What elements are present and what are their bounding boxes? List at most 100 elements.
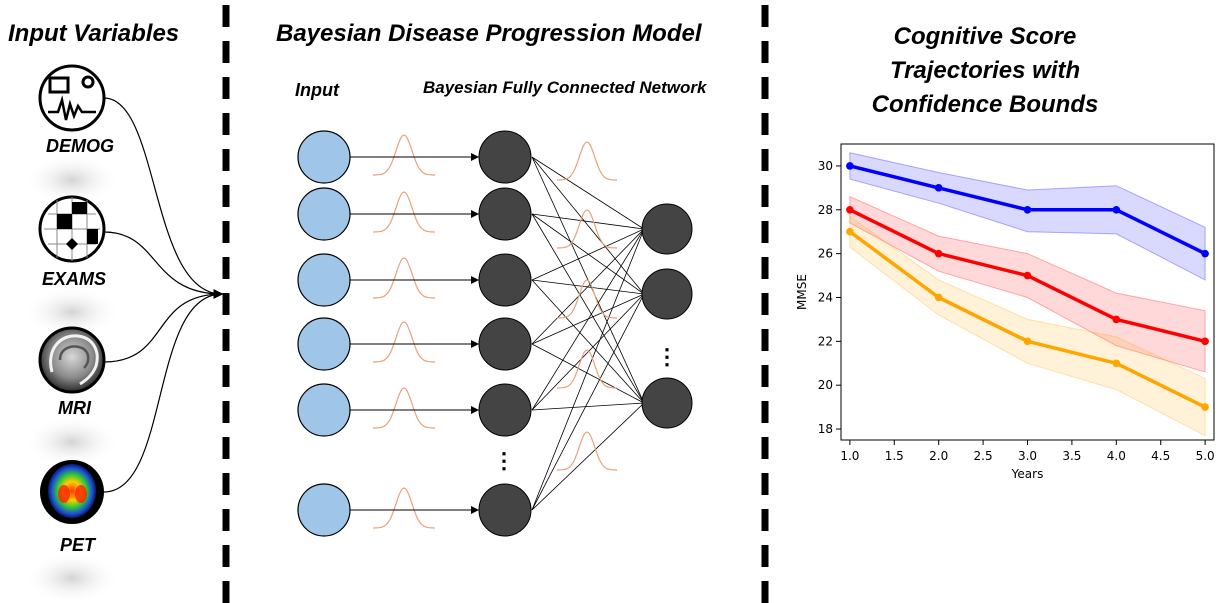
variable-label-pet: PET <box>60 535 96 555</box>
hidden-weight-distribution <box>557 141 617 181</box>
input-weight-distribution <box>373 257 435 299</box>
x-tick-label: 5.0 <box>1196 449 1215 463</box>
variable-label-demog: DEMOG <box>46 136 115 156</box>
arrow-pet <box>103 289 224 493</box>
x-axis-label: Years <box>1011 467 1044 481</box>
input-weight-distribution <box>373 487 435 529</box>
hidden-weight-distribution <box>557 431 617 471</box>
hidden-node-layer1 <box>478 253 532 307</box>
fc-edge <box>531 213 645 230</box>
x-tick-label: 4.5 <box>1151 449 1170 463</box>
fc-edge <box>531 213 645 404</box>
variable-demog <box>24 64 120 206</box>
hidden-weight-distribution <box>557 279 617 319</box>
ellipsis-hidden2: ⋮ <box>656 344 678 369</box>
y-tick-label: 22 <box>818 334 833 348</box>
y-tick-label: 30 <box>818 159 833 173</box>
hidden-node-layer2 <box>641 377 693 429</box>
data-point <box>846 162 854 170</box>
data-point <box>846 205 854 214</box>
hidden-node-layer1 <box>478 130 532 184</box>
hidden-weight-distribution <box>557 209 617 249</box>
data-point <box>1112 205 1121 214</box>
y-tick-label: 20 <box>818 378 833 392</box>
brain-pet-icon-hotspot <box>75 485 87 503</box>
icon-shadow <box>24 416 120 468</box>
data-point <box>934 184 943 192</box>
x-tick-label: 2.5 <box>974 449 993 463</box>
y-axis-label: MMSE <box>795 274 809 310</box>
input-weight-distribution <box>373 321 435 363</box>
exam-cell-diamond <box>66 238 78 250</box>
variable-mri <box>24 326 120 468</box>
brain-pet-icon-scan <box>48 464 96 518</box>
brain-mri-icon-skull <box>49 334 99 386</box>
data-point <box>934 249 943 258</box>
model-title: Bayesian Disease Progression Model <box>276 20 702 47</box>
x-tick-label: 2.0 <box>929 449 948 463</box>
demographics-icon <box>38 64 106 132</box>
fc-edge <box>531 293 645 511</box>
data-point <box>1201 249 1209 258</box>
network-nodes <box>297 130 693 537</box>
y-tick-label: 24 <box>818 290 833 304</box>
arrow-demog <box>103 97 224 299</box>
input-arrows <box>103 97 224 493</box>
fc-edge <box>531 402 645 411</box>
fc-edge <box>531 228 645 411</box>
distribution-curves <box>373 134 617 529</box>
hidden-node-layer1 <box>478 317 532 371</box>
x-tick-label: 1.5 <box>885 449 904 463</box>
icon-shadow <box>24 286 120 338</box>
hidden-weight-distribution <box>557 349 617 389</box>
arrow-exams <box>103 231 224 299</box>
fc-edge <box>531 279 645 404</box>
confidence-band <box>849 215 1206 437</box>
fc-edge <box>531 156 645 230</box>
x-tick-label: 4.0 <box>1107 449 1126 463</box>
data-point <box>1023 337 1032 346</box>
fc-edge <box>531 213 645 295</box>
variable-exams <box>24 195 120 338</box>
hidden-node-layer1 <box>478 483 532 537</box>
y-tick-label: 18 <box>818 422 833 436</box>
input-node <box>297 130 351 184</box>
y-tick-label: 28 <box>818 203 833 217</box>
input-weight-distribution <box>373 387 435 429</box>
network-label: Bayesian Fully Connected Network <box>423 78 707 97</box>
fc-edge <box>531 402 645 511</box>
data-point <box>846 227 854 236</box>
input-layer-label: Input <box>295 80 339 100</box>
variable-label-exams: EXAMS <box>42 269 107 289</box>
ellipsis-hidden1: ⋮ <box>493 448 515 473</box>
data-point <box>1112 315 1121 324</box>
fc-edge <box>531 293 645 411</box>
brain-pet-icon-hotspot <box>58 485 70 503</box>
input-weight-distribution <box>373 134 435 176</box>
data-point <box>1201 403 1209 411</box>
x-tick-label: 1.0 <box>840 449 859 463</box>
variable-pet <box>24 460 120 603</box>
exam-cell-filled <box>57 214 72 229</box>
input-node <box>297 483 351 537</box>
fc-edges <box>531 156 645 511</box>
icon-shadow <box>24 552 120 603</box>
input-node <box>297 253 351 307</box>
trajectories-title: Cognitive Score Trajectories with Confid… <box>871 23 1099 118</box>
fc-edge <box>531 343 645 404</box>
icon-shadow <box>24 154 120 206</box>
x-tick-label: 3.0 <box>1018 449 1037 463</box>
hidden-node-layer1 <box>478 383 532 437</box>
hidden-node-layer2 <box>641 203 693 255</box>
fc-edge <box>531 228 645 511</box>
input-node <box>297 317 351 371</box>
exam-cell-filled <box>72 202 87 214</box>
data-point <box>1112 359 1121 368</box>
input-node <box>297 383 351 437</box>
input-node <box>297 187 351 241</box>
hidden-node-layer1 <box>478 187 532 241</box>
data-point <box>1201 337 1209 346</box>
variable-label-mri: MRI <box>58 398 91 418</box>
data-point <box>934 293 943 302</box>
